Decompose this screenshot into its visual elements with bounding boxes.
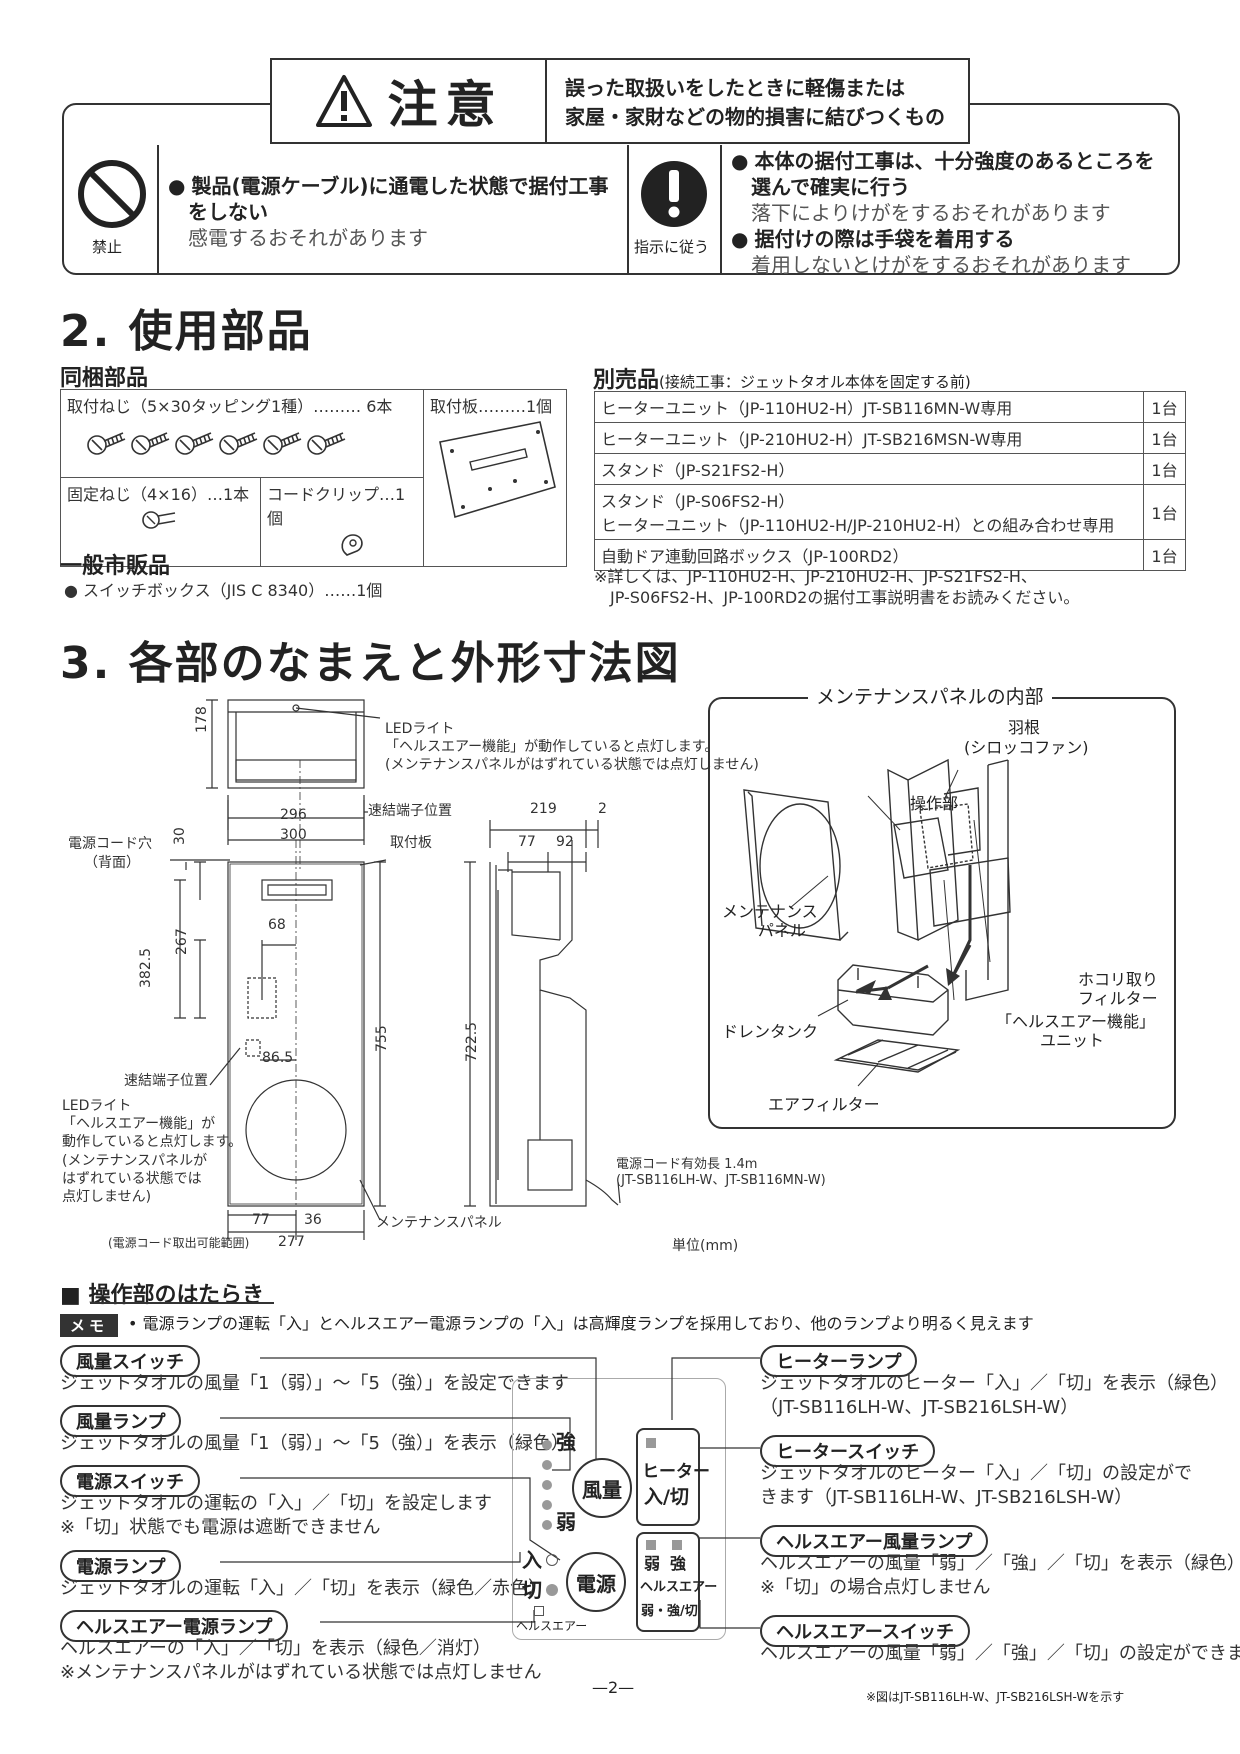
airflow-switch-label: 風量スイッチ (60, 1345, 200, 1377)
mounting-plate-illustration (439, 421, 556, 519)
instruction-text: ●本体の据付工事は、十分強度のあるところを 選んで確実に行う 落下によりけがをす… (731, 149, 1155, 277)
airflow-button[interactable]: 風量 (572, 1458, 632, 1518)
power-lamp-on (546, 1554, 558, 1566)
prohibit-icon (78, 160, 146, 228)
air-filter-label: エアフィルター (768, 1095, 880, 1114)
health-air-button[interactable]: 弱 強 ヘルスエアー 弱・強/切 (636, 1532, 717, 1632)
power-lamp-off (546, 1584, 558, 1596)
table-row: ヒーターユニット（JP-210HU2-H）JT-SB216MSN-W専用 1台 (594, 422, 1186, 454)
heater-button[interactable]: ヒーター 入/切 (636, 1428, 710, 1526)
dimension-drawing (170, 699, 621, 1240)
airflow-lamp (542, 1440, 552, 1450)
screw-illustrations (87, 432, 346, 455)
caution-header: 注意 誤った取扱いをしたときに軽傷または 家屋・家財などの物的損害に結びつくもの (270, 58, 970, 144)
optional-note: ※詳しくは、JP-110HU2-H、JP-210HU2-H、JP-S21FS2-… (594, 567, 1080, 607)
table-row: ヒーターユニット（JP-110HU2-H）JT-SB116MN-W専用 1台 (594, 391, 1186, 423)
table-row: スタンド（JP-S21FS2-H） 1台 (594, 453, 1186, 485)
airflow-lamp (542, 1520, 552, 1530)
airflow-lamp-label: 風量ランプ (60, 1405, 182, 1437)
included-table: 取付ねじ（5×30タッピング1種）……… 6本 取付板………1個 (60, 389, 567, 567)
heater-lamp-label: ヒーターランプ (760, 1345, 918, 1377)
instruction-label: 指示に従う (634, 238, 710, 256)
airflow-lamp (542, 1460, 552, 1470)
caution-title: 注意 (272, 60, 547, 142)
page-number: —2— (592, 1678, 635, 1697)
caution-divider (627, 145, 629, 275)
general-heading: 一般市販品 (60, 554, 171, 579)
control-panel (512, 1378, 726, 1640)
airflow-lamp (542, 1480, 552, 1490)
section3-heading: 3. 各部のなまえと外形寸法図 (60, 638, 681, 689)
maintenance-inside-drawing (743, 758, 1011, 1087)
control-panel-label: 操作部 (910, 794, 959, 813)
warning-triangle-icon (315, 75, 372, 127)
caution-divider (157, 145, 159, 275)
fixing-screw-illustration (142, 511, 176, 529)
power-lamp-label: 電源ランプ (60, 1550, 182, 1582)
instruction-icon (641, 161, 707, 227)
health-air-airflow-lamp-label: ヘルスエアー風量ランプ (760, 1525, 989, 1557)
health-air-power-lamp-label: ヘルスエアー電源ランプ (60, 1610, 289, 1642)
health-air-switch-label: ヘルスエアースイッチ (760, 1615, 971, 1647)
optional-table: ヒーターユニット（JP-110HU2-H）JT-SB116MN-W専用 1台 ヒ… (594, 391, 1186, 571)
power-button[interactable]: 電源 (566, 1552, 626, 1612)
included-heading: 同梱部品 (60, 366, 149, 391)
section2-heading: 2. 使用部品 (60, 306, 313, 357)
airflow-lamp (542, 1500, 552, 1510)
health-air-strong-lamp (672, 1540, 682, 1550)
table-row: 自動ドア連動回路ボックス（JP-100RD2） 1台 (594, 539, 1186, 571)
maintenance-inside-title: メンテナンスパネルの内部 (808, 686, 1052, 709)
prohibit-label: 禁止 (92, 238, 123, 256)
mounting-plate-label: 取付板 (390, 835, 432, 851)
table-row: スタンド（JP-S06FS2-H）ヒーターユニット（JP-110HU2-H/JP… (594, 484, 1186, 540)
caution-word: 注意 (387, 76, 504, 134)
cord-clip-illustration (341, 534, 363, 556)
optional-heading: 別売品(接続工事：ジェットタオル本体を固定する前) (593, 368, 971, 393)
figure-footnote: ※図はJT-SB116LH-W、JT-SB216LSH-Wを示す (866, 1690, 1125, 1704)
section4-heading: ■ 操作部のはたらき (60, 1283, 265, 1308)
health-air-power-lamp (534, 1606, 544, 1616)
prohibit-text: ●製品(電源ケーブル)に通電した状態で据付工事 をしない 感電するおそれがありま… (168, 174, 609, 250)
maintenance-panel-label: メンテナンスパネル (376, 1215, 502, 1231)
caution-divider (720, 145, 722, 275)
led-light-label: LEDライト「ヘルスエアー機能」が動作していると点灯します。 (メンテナンスパネ… (62, 1098, 243, 1205)
control-panel-leaders (220, 1357, 760, 1629)
drain-tank-label: ドレンタンク (722, 1022, 819, 1041)
general-item: ● スイッチボックス（JIS C 8340）……1個 (64, 581, 383, 600)
heater-switch-label: ヒータースイッチ (760, 1435, 936, 1467)
memo-text: • 電源ランプの運転「入」とヘルスエアー電源ランプの「入」は高輝度ランプを採用し… (128, 1314, 1034, 1333)
power-switch-label: 電源スイッチ (60, 1465, 200, 1497)
memo-tag: メモ (60, 1314, 119, 1337)
terminal-position-label: 速結端子位置 (368, 803, 452, 819)
heater-lamp (646, 1438, 656, 1448)
health-air-weak-lamp (646, 1540, 656, 1550)
terminal-position-label: 速結端子位置 (124, 1073, 208, 1089)
caution-description: 誤った取扱いをしたときに軽傷または 家屋・家財などの物的損害に結びつくもの (565, 76, 945, 129)
